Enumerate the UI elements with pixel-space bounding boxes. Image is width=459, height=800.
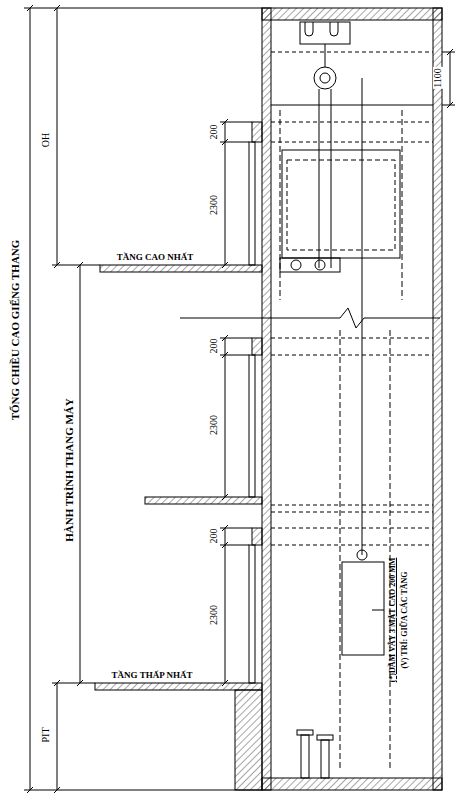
callout-note: (V) TRÍ: GIỮA CÁC TẦNG — [401, 570, 409, 669]
dimension-title: TỔNG CHIỀU CAO GIẾNG THANG — [10, 239, 21, 422]
dimension-value: 200 — [209, 338, 219, 355]
pit-buffer — [297, 730, 333, 778]
dimension-value: 200 — [209, 528, 219, 545]
dimension-line — [24, 5, 455, 793]
dimension-value: 200 — [209, 124, 219, 141]
shaft-wall — [262, 8, 271, 790]
pit-slab — [262, 778, 442, 790]
floor-slab — [95, 683, 262, 690]
dimension-value: 2300 — [209, 414, 219, 436]
dimension-value: 2300 — [209, 194, 219, 216]
leader-line — [372, 610, 384, 611]
shaft-wall — [433, 8, 442, 790]
dimension-value: OH — [41, 132, 51, 148]
traction-sheave — [314, 67, 336, 89]
dimension-title: HÀNH TRÌNH THANG MÁY — [64, 397, 75, 543]
roof-slab — [262, 8, 442, 20]
counterweight — [342, 562, 384, 655]
landing-door — [249, 122, 262, 683]
floor-label: TẦNG THẤP NHẤT — [111, 671, 194, 680]
floor-slab — [145, 497, 262, 504]
floor-label: TẦNG CAO NHẤT — [116, 253, 195, 262]
floor-slab — [100, 265, 262, 272]
dimension-value: 2300 — [209, 604, 219, 626]
dimension-value: PIT — [41, 727, 51, 744]
dimension-value: 1100 — [433, 67, 443, 89]
callout-note: (*)DẦM VÂY 3 MẶT CAO 200 MM — [389, 557, 397, 684]
elevator-car — [282, 150, 400, 258]
